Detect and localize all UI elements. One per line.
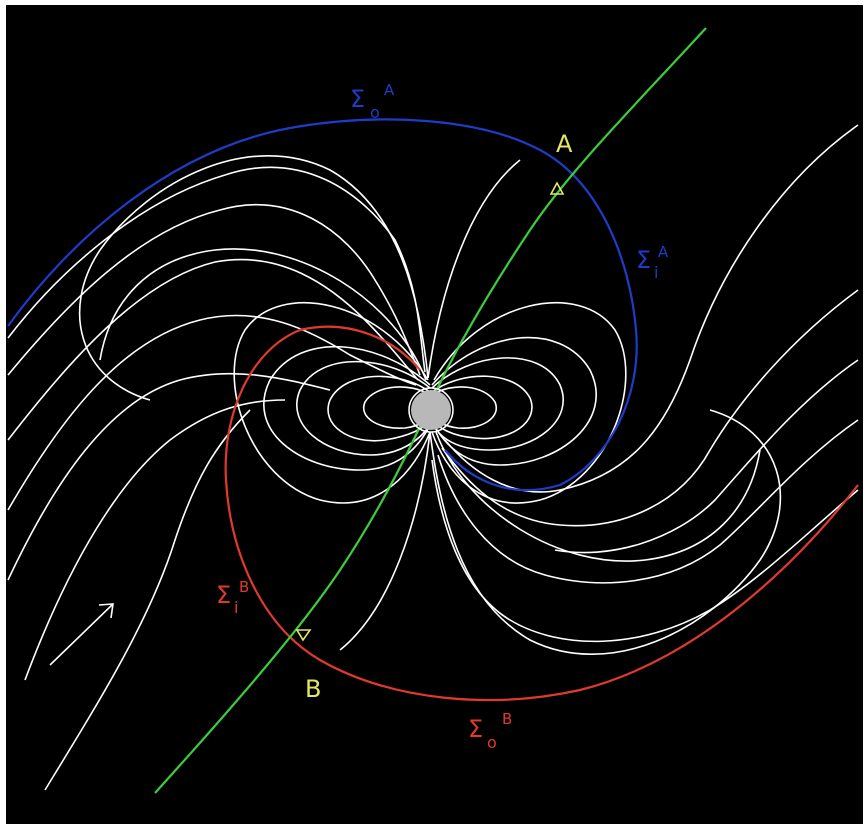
field-line: [44, 409, 251, 791]
sigma-i-a-label: Σ i A: [636, 243, 669, 282]
boundary-sigma-B: [224, 325, 859, 702]
field-line: [78, 155, 429, 401]
field-line: [24, 399, 286, 681]
field-diagram: A B Σ o A Σ i A Σ i B Σ o B: [6, 5, 863, 824]
field-line: [431, 357, 564, 451]
field-line: [263, 345, 431, 471]
field-line: [431, 459, 859, 643]
svg-text:o: o: [370, 103, 380, 122]
svg-text:A: A: [658, 243, 669, 261]
arrow-up-right-icon: [49, 603, 114, 666]
planet-halo: [408, 387, 454, 433]
field-line: [7, 258, 419, 441]
outer-field-lines-left: [7, 166, 426, 791]
field-line: [339, 431, 431, 651]
point-b-label: B: [305, 675, 321, 703]
field-line: [441, 289, 859, 527]
field-line: [431, 301, 627, 504]
point-a-label: A: [556, 130, 573, 158]
field-line: [429, 409, 782, 655]
svg-text:Σ: Σ: [216, 581, 231, 609]
field-line: [99, 248, 427, 381]
field-line: [7, 204, 421, 376]
field-line: [554, 359, 859, 554]
svg-text:A: A: [384, 81, 395, 99]
field-line: [431, 375, 533, 440]
svg-text:Σ: Σ: [636, 246, 651, 274]
field-line: [431, 336, 597, 466]
field-line: [427, 159, 521, 379]
field-line: [7, 166, 426, 373]
sigma-o-b-label: Σ o B: [468, 710, 512, 752]
sigma-o-a-label: Σ o A: [350, 81, 395, 122]
field-line: [7, 372, 331, 581]
svg-text:B: B: [502, 710, 512, 728]
field-line: [327, 375, 431, 442]
svg-text:B: B: [239, 578, 249, 596]
triangle-down-icon: [295, 629, 312, 642]
diagram-svg: A B Σ o A Σ i A Σ i B Σ o B: [7, 27, 859, 794]
boundary-sigma-A: [7, 118, 638, 492]
field-line: [437, 419, 859, 584]
svg-text:Σ: Σ: [350, 85, 365, 113]
svg-text:i: i: [654, 263, 658, 282]
svg-text:i: i: [234, 598, 238, 617]
field-line: [435, 431, 761, 562]
svg-text:o: o: [487, 733, 497, 752]
field-line: [7, 314, 417, 511]
long-lobe-lines: [78, 155, 782, 655]
planet: [411, 390, 451, 430]
svg-text:Σ: Σ: [468, 715, 483, 743]
outer-field-lines-right: [431, 124, 859, 643]
field-line: [444, 124, 859, 493]
sigma-i-b-label: Σ i B: [216, 578, 249, 617]
triangle-up-icon: [549, 181, 565, 195]
field-line: [296, 360, 431, 456]
